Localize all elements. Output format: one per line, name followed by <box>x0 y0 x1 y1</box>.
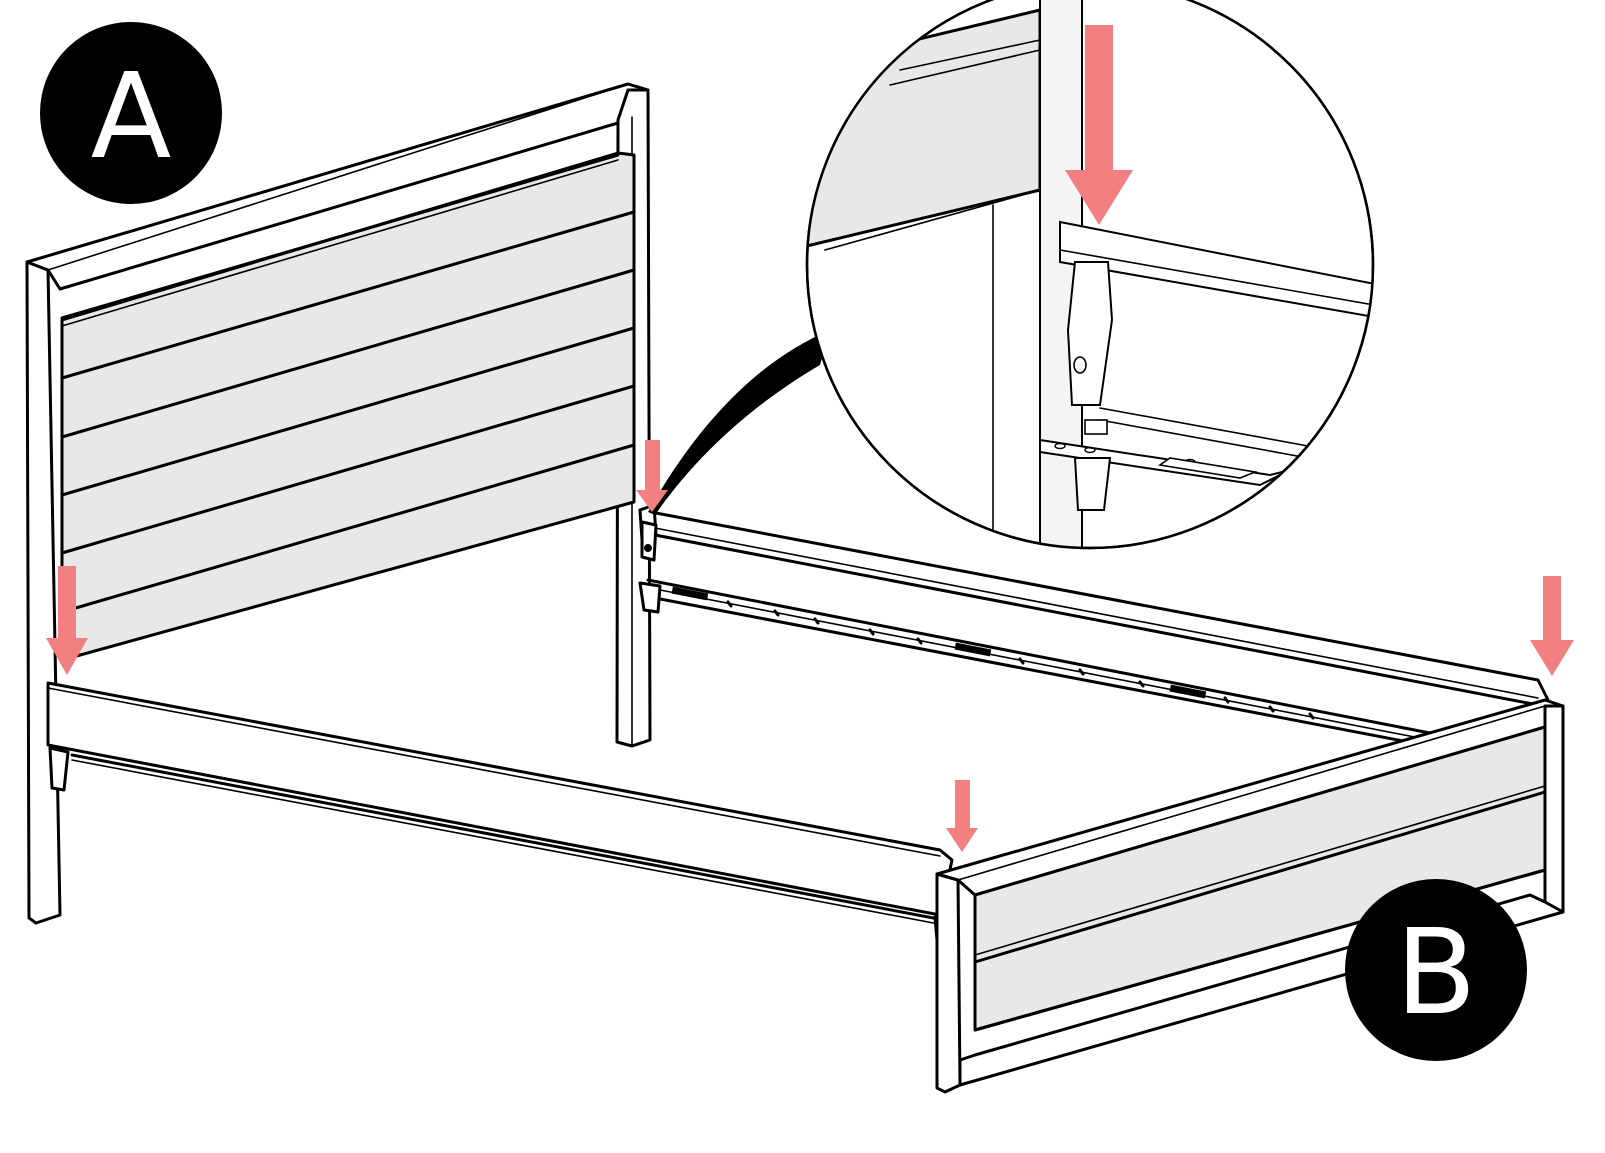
footboard-right-post <box>1543 704 1565 917</box>
rail-bolt-ticks <box>671 586 1315 720</box>
footboard-left-post <box>935 872 962 1094</box>
left-side-rail <box>46 681 954 957</box>
footboard-right-arrow <box>1530 576 1574 676</box>
footboard-left-arrow <box>946 780 978 852</box>
right-rail-bracket <box>640 520 658 562</box>
left-rail-bracket-head <box>48 746 70 792</box>
badge-a-circle <box>40 22 222 204</box>
badge-b-label: B <box>1396 903 1477 1041</box>
detail-down-arrow <box>1065 25 1133 225</box>
headboard-right-arrow <box>636 440 668 512</box>
insertion-arrows <box>46 25 1574 852</box>
badge-a: A <box>40 22 222 204</box>
badge-b: B <box>1345 879 1527 1061</box>
callout-leader <box>648 330 830 515</box>
left-side-rail-board <box>46 681 954 917</box>
badge-a-label: A <box>91 47 172 185</box>
headboard-left-post <box>25 260 62 925</box>
headboard-left-arrow <box>46 566 88 675</box>
detail-callout <box>648 0 1375 550</box>
badge-b-circle <box>1345 879 1527 1061</box>
